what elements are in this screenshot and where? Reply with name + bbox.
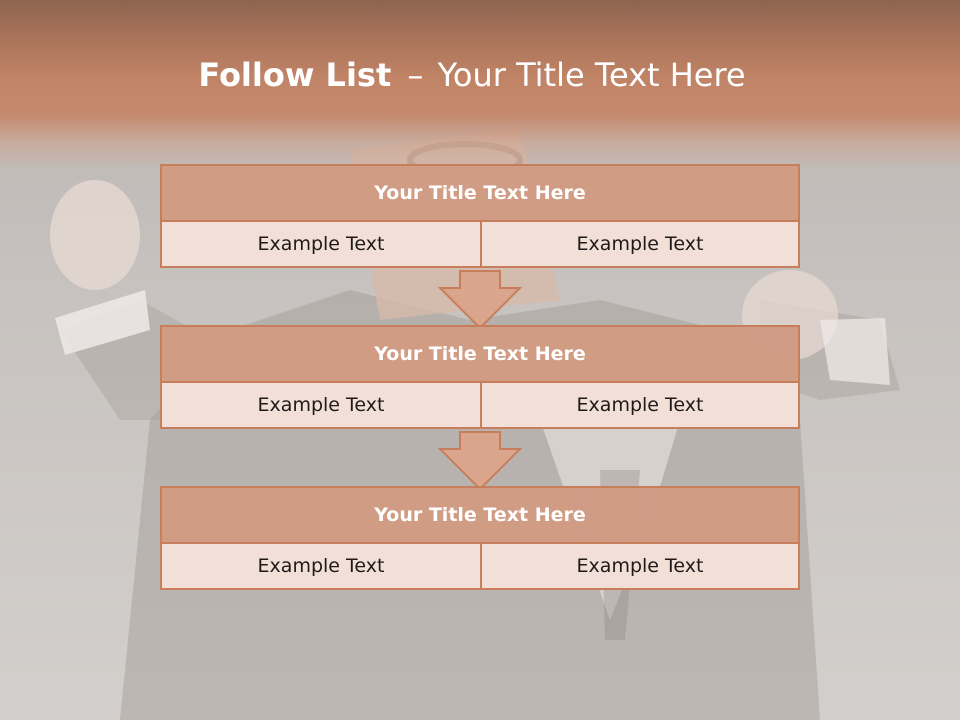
slide-title: Follow List – Your Title Text Here bbox=[0, 52, 944, 98]
row-cell-right: Example Text bbox=[482, 222, 798, 266]
row-title: Your Title Text Here bbox=[162, 166, 798, 222]
down-arrow-icon bbox=[438, 270, 522, 330]
title-band bbox=[0, 0, 960, 170]
row-title: Your Title Text Here bbox=[162, 327, 798, 383]
row-cell-right: Example Text bbox=[482, 544, 798, 588]
row-cell-right: Example Text bbox=[482, 383, 798, 427]
down-arrow-icon bbox=[438, 431, 522, 491]
row-cell-left: Example Text bbox=[162, 222, 482, 266]
row-cell-left: Example Text bbox=[162, 383, 482, 427]
row-cell-left: Example Text bbox=[162, 544, 482, 588]
list-row-1: Your Title Text Here Example Text Exampl… bbox=[160, 164, 800, 268]
title-separator: – bbox=[407, 56, 424, 94]
list-row-3: Your Title Text Here Example Text Exampl… bbox=[160, 486, 800, 590]
row-title: Your Title Text Here bbox=[162, 488, 798, 544]
title-rest: Your Title Text Here bbox=[437, 56, 746, 94]
list-row-2: Your Title Text Here Example Text Exampl… bbox=[160, 325, 800, 429]
title-bold: Follow List bbox=[198, 56, 392, 94]
